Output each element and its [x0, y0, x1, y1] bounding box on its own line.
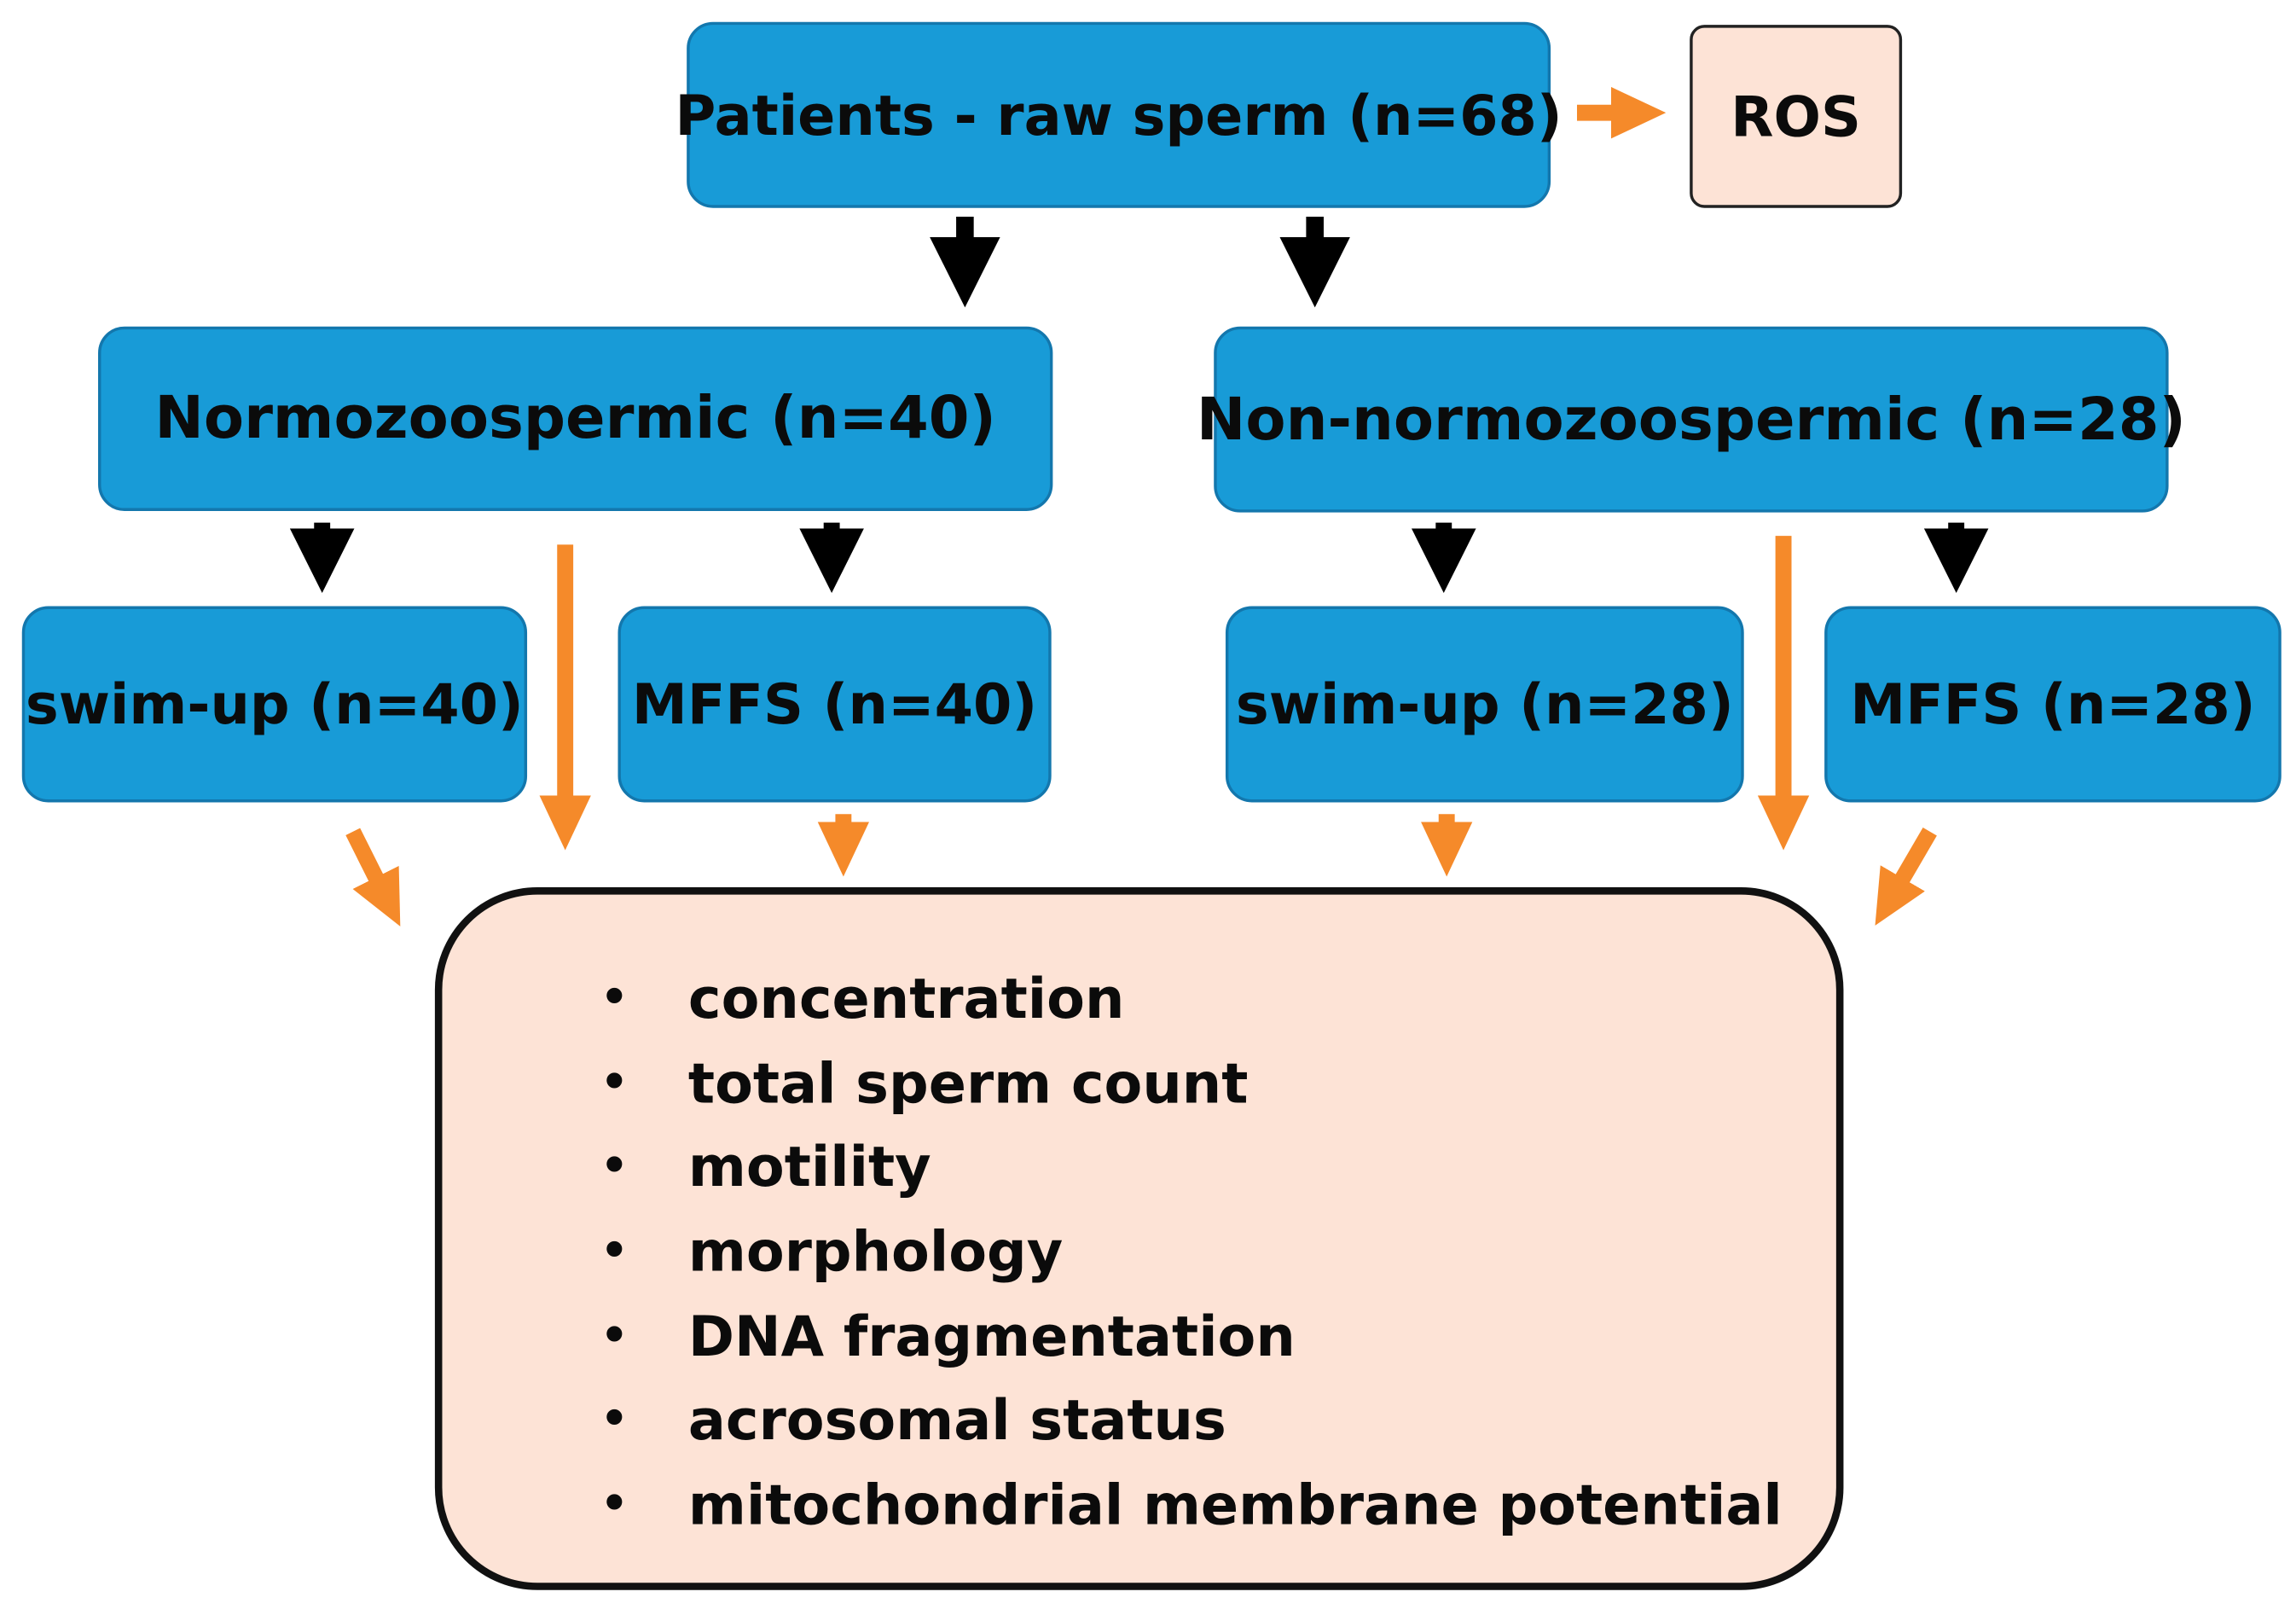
non-normozoospermic-label: Non-normozoospermic (n=28): [1196, 386, 2186, 454]
result-item-label: mitochondrial membrane potential: [687, 1472, 1783, 1538]
result-item-label: total sperm count: [687, 1050, 1249, 1116]
result-item: • acrosomal status: [600, 1387, 1783, 1472]
arrow-normo-swimup-to-results: [345, 828, 401, 926]
ros-label: ROS: [1731, 84, 1861, 149]
bullet: •: [600, 1394, 629, 1446]
non-normo-swimup-box: swim-up (n=28): [1225, 606, 1744, 803]
result-item: • mitochondrial membrane potential: [600, 1472, 1783, 1556]
non-normo-mffs-box: MFFS (n=28): [1824, 606, 2282, 803]
results-list: • concentration • total sperm count • motil…: [600, 965, 1783, 1556]
result-item: • morphology: [600, 1218, 1783, 1303]
ros-box: ROS: [1690, 25, 1903, 208]
result-item: • total sperm count: [600, 1049, 1783, 1134]
result-item-label: concentration: [687, 966, 1125, 1031]
patients-label: Patients - raw sperm (n=68): [675, 82, 1563, 148]
result-item: • concentration: [600, 965, 1783, 1049]
normo-swimup-box: swim-up (n=40): [21, 606, 528, 803]
results-box: • concentration • total sperm count • motil…: [434, 887, 1844, 1590]
normo-mffs-box: MFFS (n=40): [617, 606, 1052, 803]
result-item-label: acrosomal status: [687, 1388, 1226, 1454]
normozoospermic-label: Normozoospermic (n=40): [154, 385, 996, 453]
patients-box: Patients - raw sperm (n=68): [675, 21, 1563, 208]
bullet: •: [600, 1310, 629, 1362]
result-item-label: morphology: [687, 1219, 1064, 1285]
bullet: •: [600, 1056, 629, 1108]
bullet: •: [600, 972, 629, 1024]
normo-swimup-label: swim-up (n=40): [25, 671, 524, 737]
arrow-non-normo-mffs-to-results: [1875, 828, 1937, 926]
bullet: •: [600, 1141, 629, 1193]
result-item: • DNA fragmentation: [600, 1303, 1783, 1387]
normozoospermic-box: Normozoospermic (n=40): [98, 326, 1053, 511]
normo-mffs-label: MFFS (n=40): [631, 671, 1038, 737]
result-item-label: DNA fragmentation: [687, 1304, 1296, 1369]
non-normo-swimup-label: swim-up (n=28): [1235, 671, 1734, 737]
non-normozoospermic-box: Non-normozoospermic (n=28): [1197, 326, 2186, 513]
bullet: •: [600, 1225, 629, 1277]
result-item: • motility: [600, 1134, 1783, 1218]
bullet: •: [600, 1478, 629, 1531]
result-item-label: motility: [687, 1135, 931, 1200]
non-normo-mffs-label: MFFS (n=28): [1850, 671, 2256, 737]
